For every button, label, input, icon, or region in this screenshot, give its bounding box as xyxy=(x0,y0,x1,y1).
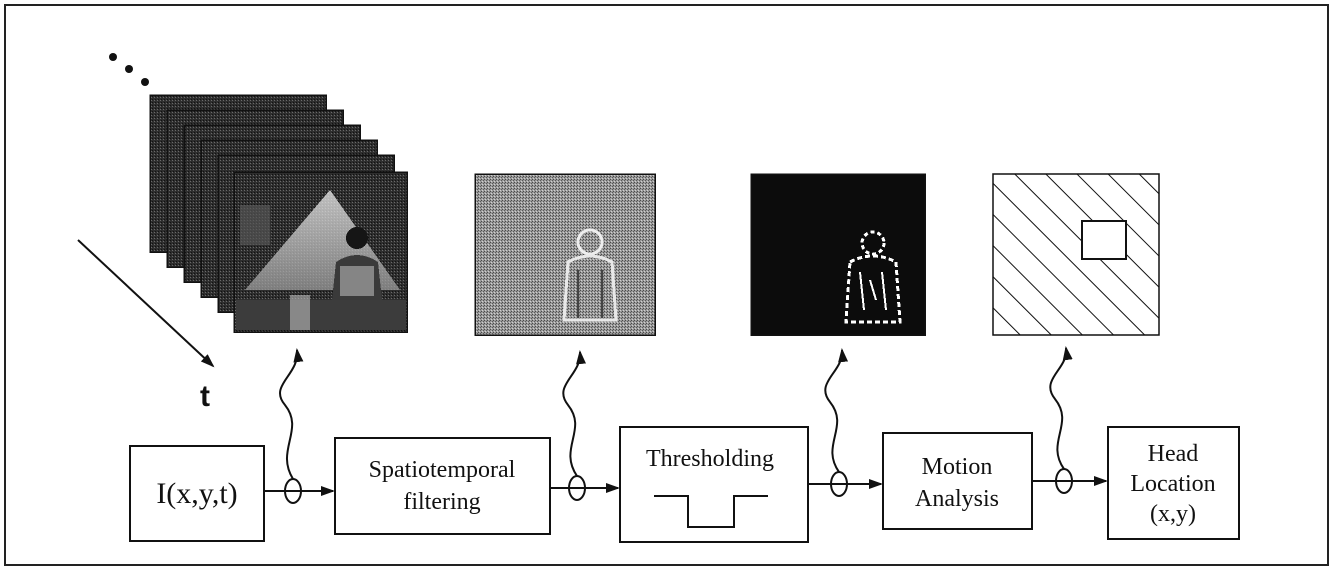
probe-taps xyxy=(279,346,1073,504)
block-filter-line1: Spatiotemporal xyxy=(369,457,516,483)
front-video-frame xyxy=(233,171,408,333)
block-motion-line2: Analysis xyxy=(915,486,999,512)
block-motion: Motion Analysis xyxy=(882,432,1033,530)
block-input: I(x,y,t) xyxy=(129,445,265,542)
thresholded-image xyxy=(750,173,926,336)
block-head-line3: (x,y) xyxy=(1150,501,1196,527)
video-frame-stack xyxy=(149,94,408,333)
probe-tap-3 xyxy=(824,348,849,497)
block-threshold-label: Thresholding xyxy=(646,446,774,472)
block-filter: Spatiotemporal filtering xyxy=(334,437,551,535)
probe-tap-4 xyxy=(1049,346,1073,494)
block-head-line2: Location xyxy=(1130,471,1215,497)
figure-border xyxy=(4,4,1329,566)
time-axis-label: t xyxy=(200,380,210,413)
block-head-line1: Head xyxy=(1148,441,1199,467)
head-location-image xyxy=(992,173,1160,336)
filtered-image xyxy=(474,173,656,336)
head-box xyxy=(1081,220,1127,260)
threshold-function-icon xyxy=(654,495,768,528)
ellipsis-dots xyxy=(109,53,149,86)
block-head: Head Location (x,y) xyxy=(1107,426,1240,540)
probe-tap-1 xyxy=(279,348,304,504)
block-motion-line1: Motion xyxy=(922,454,993,480)
time-axis: t xyxy=(77,239,215,413)
block-filter-line2: filtering xyxy=(403,489,480,515)
block-threshold: Thresholding xyxy=(619,426,809,543)
block-input-label: I(x,y,t) xyxy=(156,477,237,510)
probe-tap-2 xyxy=(562,350,587,501)
